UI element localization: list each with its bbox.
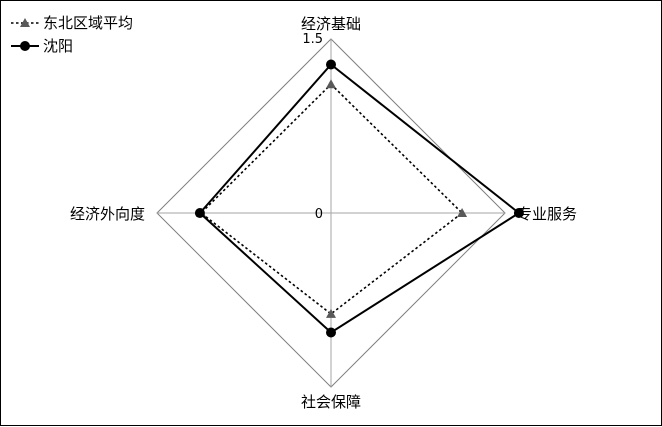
data-point-northeast-average-professional-services — [457, 208, 468, 217]
data-point-northeast-average-economic-base — [326, 79, 336, 89]
series-layer — [194, 59, 524, 338]
axis-label-economic-openness: 经济外向度 — [70, 205, 145, 223]
legend-label-northeast-average: 东北区域平均 — [43, 14, 133, 32]
tick-label-max: 1.5 — [302, 32, 323, 47]
series-line-shenyang — [198, 63, 521, 334]
legend-marker-northeast-average — [20, 18, 30, 27]
legend-marker-shenyang — [20, 41, 30, 51]
data-point-shenyang-professional-services — [513, 208, 524, 218]
axis-label-social-security: 社会保障 — [301, 393, 361, 411]
legend-label-shenyang: 沈阳 — [43, 37, 73, 55]
data-point-shenyang-social-security — [326, 327, 336, 338]
data-point-shenyang-economic-base — [326, 59, 336, 70]
data-point-northeast-average-social-security — [326, 308, 336, 318]
series-line-northeast-average — [199, 83, 464, 315]
axis-label-economic-base: 经济基础 — [301, 15, 361, 33]
axis-label-professional-services: 专业服务 — [517, 205, 577, 223]
data-point-shenyang-economic-openness — [194, 208, 205, 218]
tick-label-min: 0 — [315, 207, 323, 222]
